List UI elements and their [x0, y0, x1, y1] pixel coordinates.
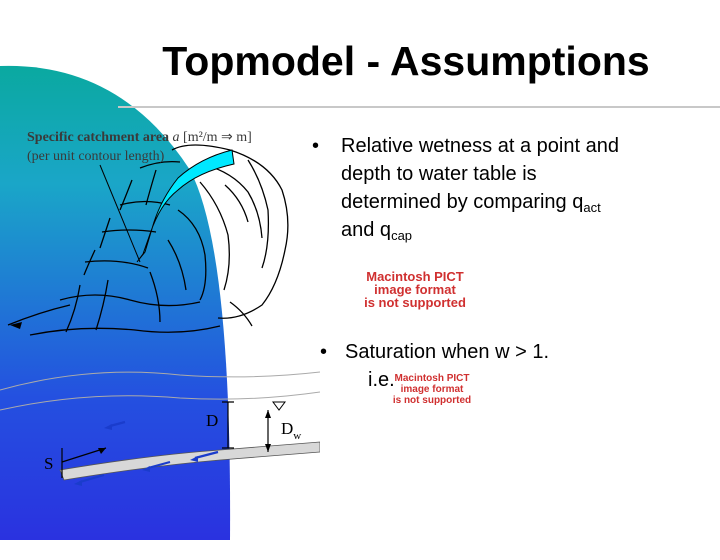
catchment-figure: [0, 144, 320, 486]
title-divider: [118, 106, 720, 108]
catchment-area-label: Specific catchment area a [m²/m ⇒ m] (pe…: [27, 128, 252, 166]
label-s: S: [44, 454, 54, 473]
catchment-label-line2: (per unit contour length): [27, 149, 165, 164]
bullet2-line1: Saturation when w > 1.: [345, 341, 550, 363]
bullet-dot: •: [312, 135, 320, 157]
slide-title: Topmodel - Assumptions: [162, 38, 650, 84]
unsupported-image-placeholder-small: Macintosh PICT image format is not suppo…: [392, 373, 472, 406]
catchment-symbol: a: [172, 130, 180, 145]
bullet1-line1: Relative wetness at a point and: [341, 135, 619, 157]
bullet-dot: •: [320, 341, 328, 363]
catchment-label-bold: Specific catchment area: [27, 130, 170, 145]
bullet1-line3: determined by comparing qact: [341, 191, 601, 215]
bullet1-line4: and qcap: [341, 219, 413, 243]
catchment-units: [m²/m ⇒ m]: [183, 130, 252, 145]
bullet2-line2: i.e.: [368, 369, 395, 391]
label-d: D: [206, 411, 219, 430]
label-dw: Dw: [281, 419, 302, 442]
unsupported-image-placeholder: Macintosh PICT image format is not suppo…: [330, 270, 500, 314]
bullet1-line2: depth to water table is: [341, 163, 537, 185]
